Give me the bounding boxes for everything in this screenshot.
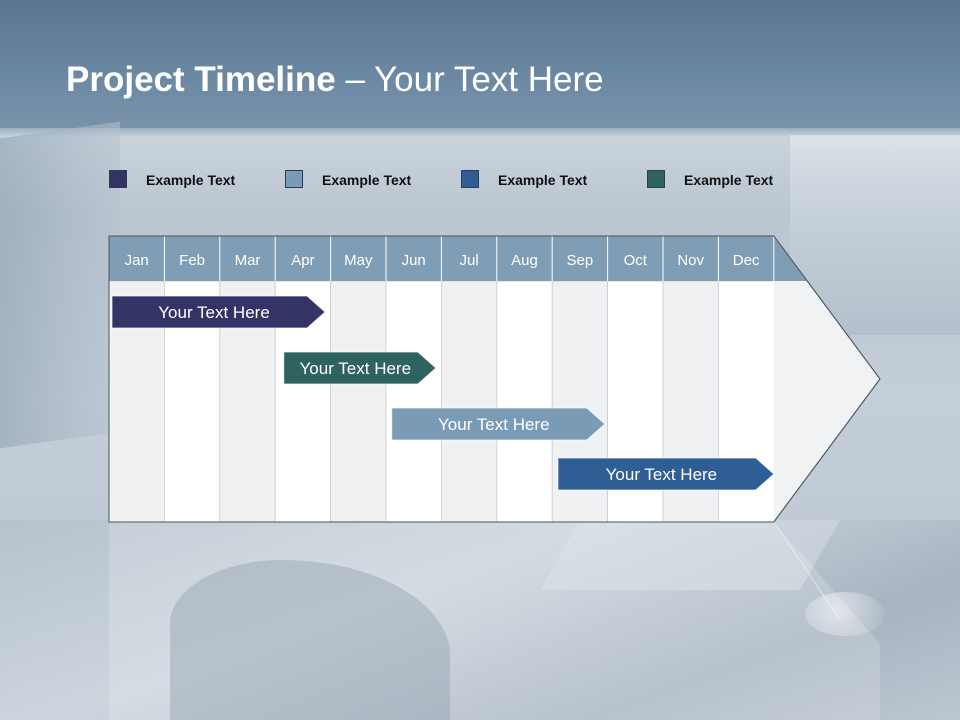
month-label-nov: Nov bbox=[677, 252, 704, 269]
legend-label-2: Example Text bbox=[322, 172, 412, 188]
legend-swatch-1 bbox=[109, 170, 127, 188]
task-bar-shape bbox=[111, 295, 326, 329]
month-label-apr: Apr bbox=[291, 252, 314, 269]
task-bar-label: Your Text Here bbox=[158, 303, 270, 322]
title-bold-text: Project Timeline bbox=[66, 60, 336, 99]
title-banner-background bbox=[0, 0, 960, 128]
month-label-feb: Feb bbox=[179, 252, 205, 269]
slide-title[interactable]: Project Timeline – Your Text Here bbox=[66, 58, 604, 102]
month-label-jan: Jan bbox=[125, 252, 149, 269]
reflection-edge bbox=[773, 521, 841, 621]
task-bar-2[interactable]: Your Text Here bbox=[283, 351, 437, 385]
legend-label-1: Example Text bbox=[146, 172, 236, 188]
month-column-may bbox=[330, 280, 387, 523]
background-mouse bbox=[805, 592, 885, 636]
timeline-month-header: Jan Feb Mar Apr May Jun Jul Aug Sep Oct Nov Dec bbox=[108, 235, 881, 523]
task-bar-shape bbox=[283, 351, 437, 385]
month-label-sep: Sep bbox=[567, 252, 594, 269]
month-label-may: May bbox=[344, 252, 373, 269]
timeline-reflection bbox=[109, 521, 880, 720]
month-column-jul bbox=[440, 280, 498, 523]
month-header-band bbox=[109, 236, 808, 281]
month-column-jun bbox=[385, 280, 442, 523]
month-column-aug bbox=[496, 280, 553, 523]
timeline-reflection-shape bbox=[109, 522, 880, 720]
month-label-mar: Mar bbox=[235, 252, 261, 269]
month-label-jun: Jun bbox=[402, 252, 426, 269]
task-bar-label: Your Text Here bbox=[606, 465, 718, 484]
timeline-arrow-outline bbox=[108, 235, 881, 523]
task-bar-4[interactable]: Your Text Here bbox=[557, 457, 775, 491]
task-bar-shape bbox=[557, 457, 775, 491]
legend-swatch-4 bbox=[647, 170, 665, 188]
legend-swatch-2 bbox=[285, 170, 303, 188]
legend-label-4: Example Text bbox=[684, 172, 774, 188]
title-rest-text: – Your Text Here bbox=[335, 60, 604, 99]
task-bar-3[interactable]: Your Text Here bbox=[391, 407, 606, 441]
task-bar-1[interactable]: Your Text Here bbox=[111, 295, 326, 329]
month-label-oct: Oct bbox=[624, 252, 648, 269]
task-bar-shape bbox=[391, 407, 606, 441]
month-label-dec: Dec bbox=[733, 252, 760, 269]
month-label-jul: Jul bbox=[460, 252, 479, 269]
legend-label-3: Example Text bbox=[498, 172, 588, 188]
legend-swatch-3 bbox=[461, 170, 479, 188]
task-bar-label: Your Text Here bbox=[300, 359, 412, 378]
month-label-aug: Aug bbox=[511, 252, 538, 269]
task-bar-label: Your Text Here bbox=[438, 415, 550, 434]
